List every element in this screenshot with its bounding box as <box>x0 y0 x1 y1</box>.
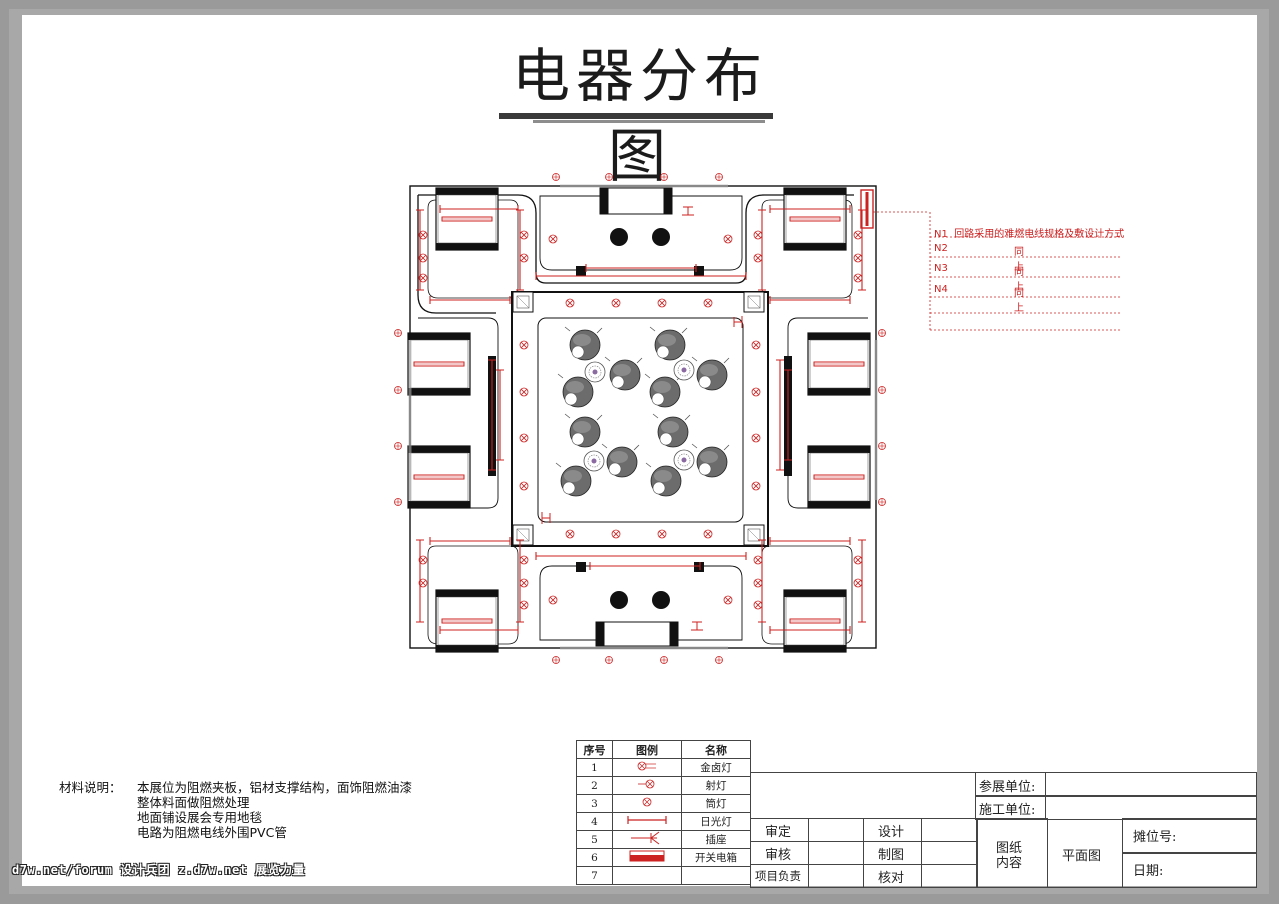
legend-row: 5 插座 <box>576 830 751 849</box>
circuit-id: N1 <box>934 229 948 240</box>
legend-table: 序号 图例 名称 1 金卤灯 2 射灯 3 筒灯 4 日光灯 5 插座 <box>576 740 751 885</box>
fluorescent-lamp-icon <box>612 812 682 831</box>
circuit-n3: N3 同上 <box>934 263 1024 293</box>
legend-name: 插座 <box>681 830 751 849</box>
content-label-1: 图纸 <box>996 841 1023 856</box>
content-label-2: 内容 <box>996 856 1023 871</box>
material-note-line: 地面铺设展会专用地毯 <box>137 810 263 825</box>
circuit-text: 同上 <box>1014 267 1024 293</box>
legend-row: 7 <box>576 866 751 885</box>
legend-name: 射灯 <box>681 776 751 795</box>
legend-symbol-empty <box>612 866 682 885</box>
socket-icon <box>612 830 682 849</box>
title-block-cell <box>975 795 1257 820</box>
date-label: 日期: <box>1133 864 1164 879</box>
legend-no: 3 <box>576 794 613 813</box>
legend-name <box>681 866 751 885</box>
legend-no: 7 <box>576 866 613 885</box>
material-note-line: 整体料面做阻燃处理 <box>137 795 250 810</box>
legend-row: 1 金卤灯 <box>576 758 751 777</box>
legend-header-name: 名称 <box>681 740 751 759</box>
legend-no: 5 <box>576 830 613 849</box>
legend-row: 4 日光灯 <box>576 812 751 831</box>
metal-halide-lamp-icon <box>612 758 682 777</box>
title-block-cell <box>1122 818 1257 854</box>
legend-row: 2 射灯 <box>576 776 751 795</box>
watermark: d7w.net/forum 设计兵团 z.d7w.net 展览力量 <box>12 863 306 877</box>
circuit-text: 同上 <box>1014 247 1024 273</box>
legend-row: 3 筒灯 <box>576 794 751 813</box>
booth-number-label: 摊位号: <box>1133 830 1177 845</box>
title-underline-shadow <box>533 120 765 123</box>
legend-name: 金卤灯 <box>681 758 751 777</box>
legend-name: 筒灯 <box>681 794 751 813</box>
title-block-cell <box>1122 852 1257 888</box>
drawing-title: 电器分布图 <box>511 42 768 190</box>
verify-label: 核对 <box>878 871 905 886</box>
circuit-n2: N2 同上 <box>934 243 1024 273</box>
material-note-line: 电路为阻燃电线外围PVC管 <box>137 825 287 840</box>
legend-no: 2 <box>576 776 613 795</box>
circuit-n4: N4 同上 <box>934 284 1024 314</box>
legend-name: 开关电箱 <box>681 848 751 867</box>
spotlight-icon <box>612 776 682 795</box>
title-block-cell <box>750 841 978 865</box>
material-note-line: 本展位为阻燃夹板，铝材支撑结构，面饰阻燃油漆 <box>137 780 413 795</box>
exhibitor-label: 参展单位: <box>979 780 1036 795</box>
material-notes-label: 材料说明： <box>59 780 122 795</box>
legend-name: 日光灯 <box>681 812 751 831</box>
legend-no: 6 <box>576 848 613 867</box>
legend-no: 1 <box>576 758 613 777</box>
approve-label: 审定 <box>765 825 792 840</box>
switch-box-icon <box>612 848 682 867</box>
builder-label: 施工单位: <box>979 803 1036 818</box>
legend-header-no: 序号 <box>576 740 613 759</box>
circuit-id: N2 <box>934 243 948 254</box>
title-block-cell <box>976 818 1048 888</box>
title-underline <box>499 113 773 119</box>
design-label: 设计 <box>878 825 905 840</box>
circuit-id: N4 <box>934 284 948 295</box>
legend-row: 6 开关电箱 <box>576 848 751 867</box>
content-value: 平面图 <box>1062 849 1102 864</box>
legend-no: 4 <box>576 812 613 831</box>
check-label: 审核 <box>765 848 792 863</box>
legend-header-symbol: 图例 <box>612 740 682 759</box>
circuit-id: N3 <box>934 263 948 274</box>
project-manager-label: 项目负责 <box>755 869 801 883</box>
downlight-icon <box>612 794 682 813</box>
circuit-text: 同上 <box>1014 288 1024 314</box>
drawing-label: 制图 <box>878 848 905 863</box>
circuit-text: 回路采用的难燃电线规格及敷设计方式 <box>954 229 1125 240</box>
title-block-cell <box>863 818 922 888</box>
circuit-n1: N1 回路采用的难燃电线规格及敷设计方式 <box>934 225 1124 240</box>
material-notes: 材料说明： 本展位为阻燃夹板，铝材支撑结构，面饰阻燃油漆 整体料面做阻燃处理 地面… <box>59 780 412 840</box>
